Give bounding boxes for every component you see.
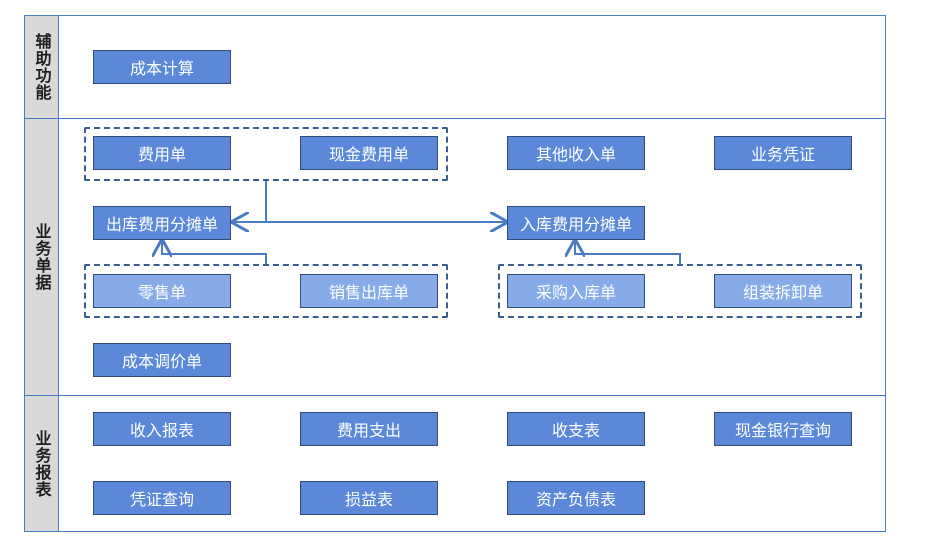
income-expense-button[interactable]: 收支表	[507, 412, 645, 446]
section-divider	[24, 118, 886, 119]
business-voucher-button[interactable]: 业务凭证	[714, 136, 852, 170]
cash-bank-query-button[interactable]: 现金银行查询	[714, 412, 852, 446]
cost-adjust-button[interactable]: 成本调价单	[93, 343, 231, 377]
voucher-query-button[interactable]: 凭证查询	[93, 481, 231, 515]
assembly-disassembly-button[interactable]: 组装拆卸单	[714, 274, 852, 308]
arrow-inbound-up	[575, 241, 681, 264]
retail-bill-button[interactable]: 零售单	[93, 274, 231, 308]
arrow-outbound-up	[162, 241, 267, 264]
expense-spending-button[interactable]: 费用支出	[300, 412, 438, 446]
outbound-cost-alloc-button[interactable]: 出库费用分摊单	[93, 206, 231, 240]
profit-loss-button[interactable]: 损益表	[300, 481, 438, 515]
sales-outbound-button[interactable]: 销售出库单	[300, 274, 438, 308]
income-report-button[interactable]: 收入报表	[93, 412, 231, 446]
group-inbound-bills	[498, 264, 862, 318]
inbound-cost-alloc-button[interactable]: 入库费用分摊单	[507, 206, 645, 240]
section-label-reports: 业务报表	[24, 395, 59, 532]
cash-expense-bill-button[interactable]: 现金费用单	[300, 136, 438, 170]
group-expense-bills	[84, 127, 448, 181]
expense-bill-button[interactable]: 费用单	[93, 136, 231, 170]
other-income-bill-button[interactable]: 其他收入单	[507, 136, 645, 170]
purchase-inbound-button[interactable]: 采购入库单	[507, 274, 645, 308]
group-outbound-bills	[84, 264, 448, 318]
section-divider	[24, 395, 886, 396]
cost-calc-button[interactable]: 成本计算	[93, 50, 231, 84]
balance-sheet-button[interactable]: 资产负债表	[507, 481, 645, 515]
